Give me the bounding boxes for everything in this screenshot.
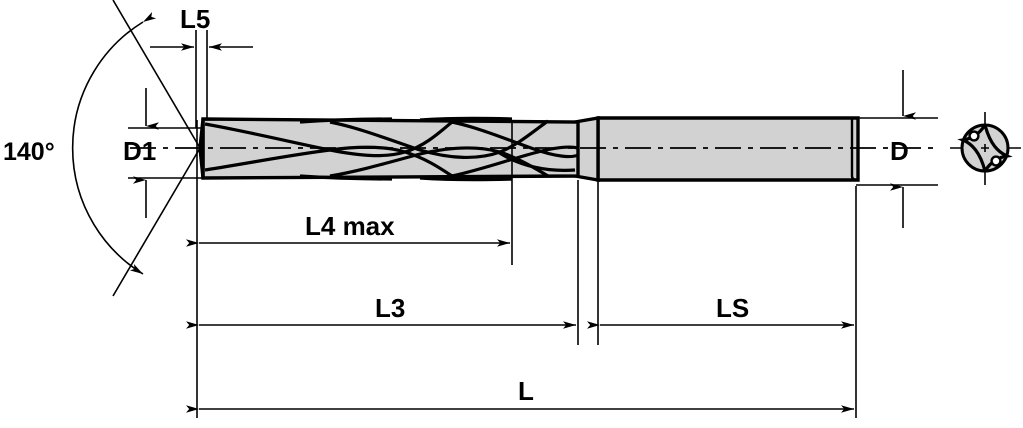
shank-body [596, 116, 860, 182]
neck-relief-curve [497, 150, 576, 172]
l5-label: L5 [180, 4, 210, 34]
angle-leg-lower [112, 147, 201, 297]
d1-label: D1 [123, 136, 156, 166]
d-label: D [890, 136, 909, 166]
end-view-coolant-hole-2 [990, 155, 1002, 167]
flute-land-edges [299, 116, 513, 182]
l-dimension: L [186, 376, 854, 413]
d1-dimension: D1 [123, 88, 210, 218]
end-view-coolant-hole-1 [968, 130, 980, 142]
shank-end-chamfer [850, 119, 858, 182]
point-angle-dimension: 140° [3, 0, 201, 297]
drill-side-view [130, 115, 935, 183]
end-view-center-mark [981, 144, 989, 152]
angle-leg-upper [112, 0, 201, 149]
l4-max-label: L4 max [305, 211, 395, 241]
flute-curves-upper [204, 119, 579, 159]
point-angle-label: 140° [3, 138, 55, 166]
end-view-flute-1 [957, 124, 987, 172]
l3-dimension: L3 [186, 293, 576, 329]
ls-label: LS [716, 293, 749, 323]
end-view-cross-section [950, 112, 1021, 185]
d-dimension: D [856, 70, 938, 228]
l3-label: L3 [375, 293, 405, 323]
l-label: L [518, 376, 534, 406]
angle-arc [71, 11, 157, 275]
l4-max-dimension: L4 max [186, 211, 510, 247]
drill-point-tip [198, 118, 205, 179]
dimension-extension-lines [196, 120, 857, 418]
l5-dimension: L5 [150, 4, 253, 128]
ls-dimension: LS [587, 293, 854, 329]
